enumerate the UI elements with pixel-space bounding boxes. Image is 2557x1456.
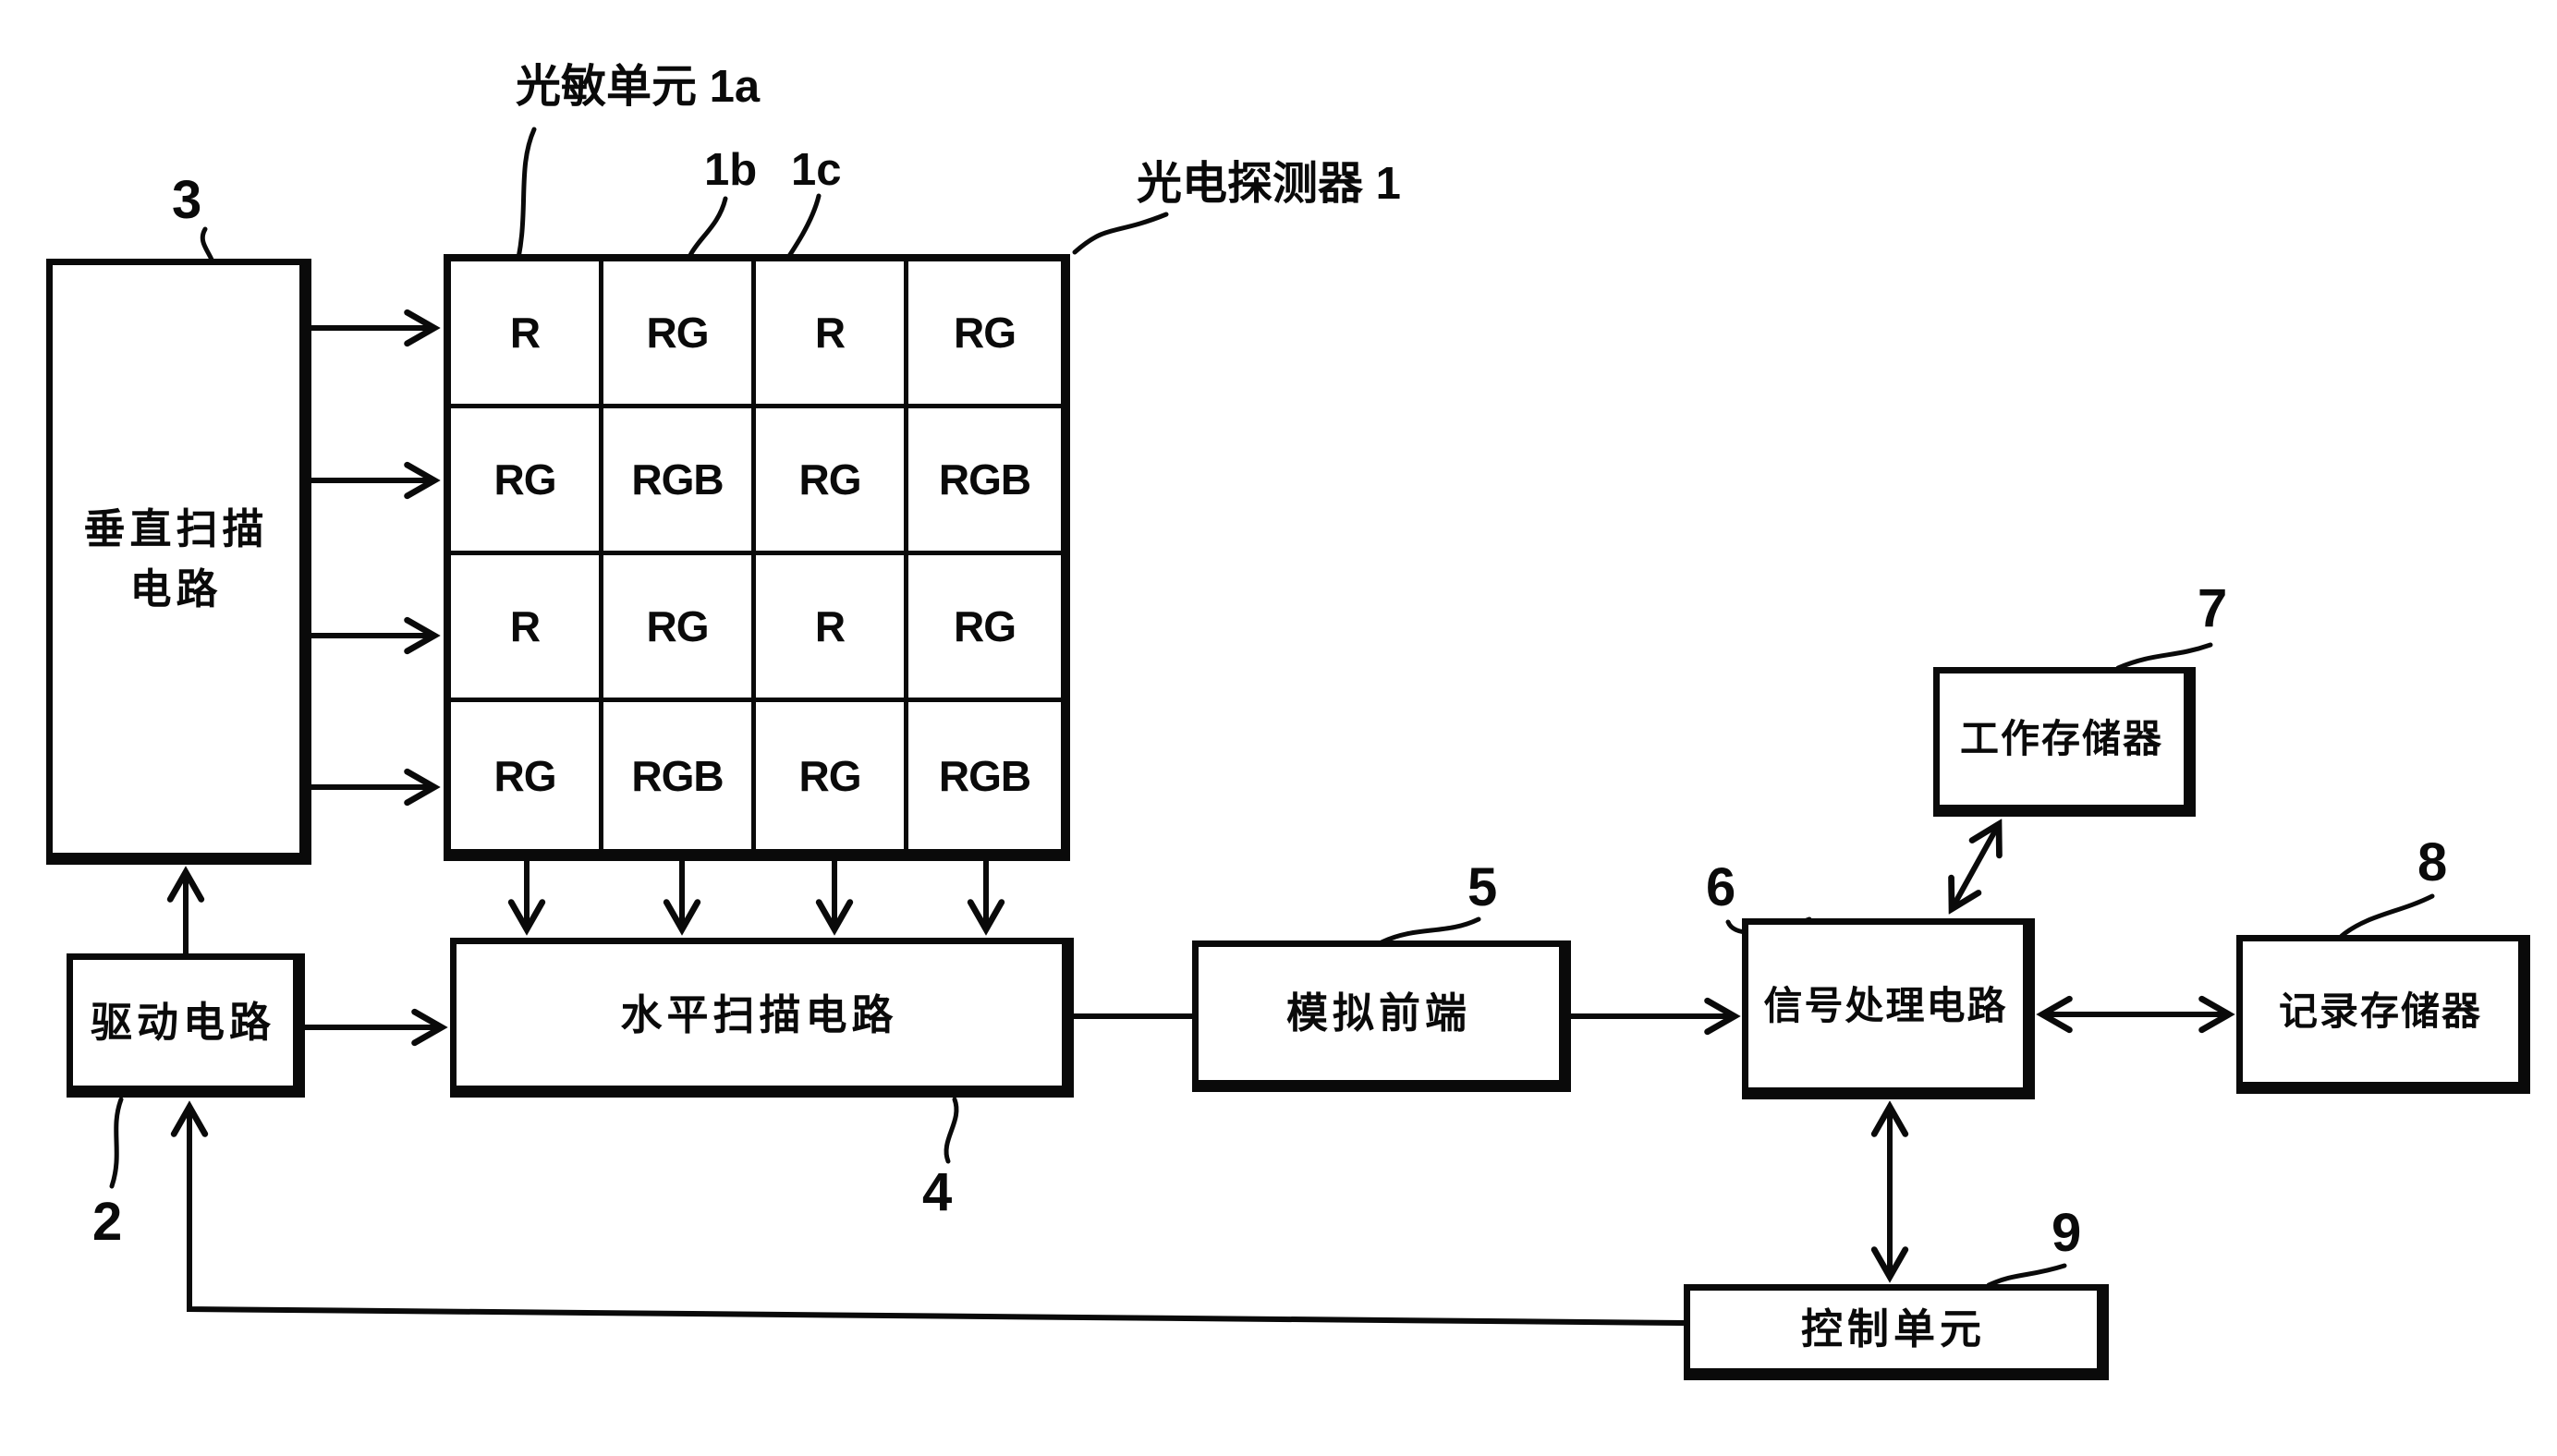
arrow-control-to-drive (189, 1107, 1685, 1326)
pixel-cell: RG (451, 408, 603, 555)
pixel-cell: RG (756, 702, 908, 849)
horizontal-scan-label: 水平扫描电路 (620, 990, 898, 1038)
vertical-scan-label-line2: 电路 (129, 565, 223, 613)
leader-ref4 (944, 1097, 959, 1164)
pixel-cell: RG (603, 261, 756, 408)
pixel-cell-value: R (814, 309, 846, 357)
pixel-cell: RG (756, 408, 908, 555)
ref-7-label: 7 (2198, 578, 2228, 638)
vertical-scan-label-line1: 垂直扫描 (83, 504, 269, 552)
pixel-cell-value: R (509, 309, 541, 357)
pixel-cell-value: R (814, 602, 846, 650)
photodetector-label: 光电探测器 1 (1137, 159, 1401, 209)
leader-ref5 (1379, 916, 1481, 945)
block-recording-memory: 记录存储器 (2236, 935, 2530, 1094)
pixel-cell-value: RGB (631, 751, 724, 800)
control-unit-label: 控制单元 (1800, 1305, 1986, 1353)
ref-3-label: 3 (172, 170, 202, 230)
pixel-cell: RGB (908, 702, 1061, 849)
pixel-cell: RGB (603, 702, 756, 849)
pixel-cell-value: RG (646, 602, 710, 650)
block-analog-front-end: 模拟前端 (1192, 940, 1571, 1092)
pixel-cell-value: RGB (938, 751, 1031, 800)
pixel-cell-value: R (509, 602, 541, 650)
analog-front-end-label: 模拟前端 (1285, 989, 1471, 1037)
pixel-cell-value: RGB (938, 455, 1031, 504)
block-signal-processing-circuit: 信号处理电路 (1742, 918, 2035, 1099)
ref-5-label: 5 (1467, 857, 1498, 917)
leader-ref8 (2339, 893, 2435, 939)
pixel-cell: R (451, 555, 603, 702)
drive-circuit-label: 驱动电路 (90, 999, 275, 1047)
pixel-cell-value: RGB (631, 455, 724, 504)
arrow-signal-workmem (1952, 824, 1999, 909)
leader-photodetector (1072, 212, 1169, 255)
ref-2-label: 2 (92, 1192, 123, 1252)
ref-6-label: 6 (1706, 857, 1736, 917)
pixel-cell-value: RG (954, 309, 1017, 357)
pixel-cell: R (451, 261, 603, 408)
ref-4-label: 4 (922, 1162, 953, 1222)
pixel-cell-value: RG (493, 455, 557, 504)
pixel-cell: RG (451, 702, 603, 849)
leader-ref9 (1986, 1263, 2067, 1288)
pixel-cell-value: RG (798, 751, 862, 800)
pixel-cell-value: RG (798, 455, 862, 504)
block-horizontal-scan-circuit: 水平扫描电路 (450, 938, 1074, 1098)
working-memory-label: 工作存储器 (1959, 716, 2163, 760)
ref-1c-label: 1c (791, 145, 842, 195)
pixel-cell-value: RG (954, 602, 1017, 650)
block-drive-circuit: 驱动电路 (67, 953, 305, 1098)
leader-ref7 (2115, 642, 2213, 671)
block-working-memory: 工作存储器 (1933, 667, 2196, 817)
pixel-cell: RGB (603, 408, 756, 555)
pixel-cell: R (756, 555, 908, 702)
pixel-cell: R (756, 261, 908, 408)
block-control-unit: 控制单元 (1684, 1284, 2109, 1380)
block-vertical-scan-circuit: 垂直扫描 电路 (46, 259, 311, 865)
pixel-cell: RG (908, 261, 1061, 408)
pixel-cell: RG (603, 555, 756, 702)
signal-processing-label: 信号处理电路 (1763, 983, 2008, 1027)
pixel-cell-value: RG (646, 309, 710, 357)
pixel-cell: RGB (908, 408, 1061, 555)
recording-memory-label: 记录存储器 (2278, 989, 2482, 1033)
photosensitive-unit-label: 光敏单元 1a (516, 62, 761, 112)
ref-9-label: 9 (2052, 1203, 2082, 1263)
pixel-cell-value: RG (493, 751, 557, 800)
leader-ref2 (109, 1097, 124, 1189)
photodetector-pixel-grid: R RG R RG RG RGB RG RGB R RG R RG RG RGB… (444, 254, 1070, 861)
ref-8-label: 8 (2417, 832, 2448, 892)
pixel-cell: RG (908, 555, 1061, 702)
ref-1b-label: 1b (704, 145, 758, 195)
